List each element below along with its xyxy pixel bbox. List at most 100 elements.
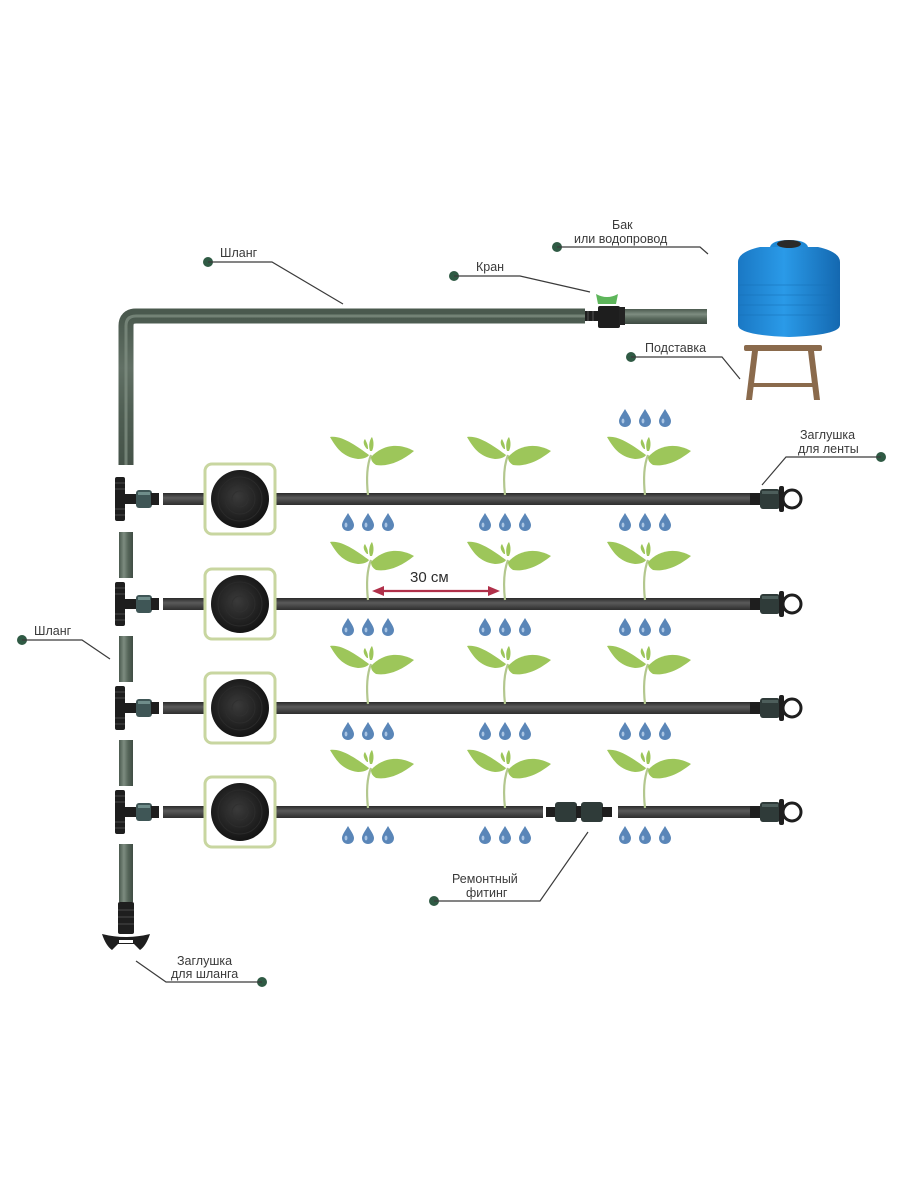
arrow-left-icon [372, 586, 384, 596]
tape-end-plug-icon [748, 589, 803, 619]
label-valve: Кран [476, 260, 504, 274]
water-drop-icon [382, 826, 394, 844]
plant-icon [465, 644, 553, 706]
water-drop-icon [362, 826, 374, 844]
tape-coil-icon [203, 671, 277, 745]
water-drop-icon [639, 513, 651, 531]
water-drop-icon [639, 618, 651, 636]
water-drop-icon [659, 513, 671, 531]
water-drop-icon [619, 722, 631, 740]
tape-coil-icon [203, 775, 277, 849]
water-drop-icon [639, 409, 651, 427]
water-drop-icon [619, 826, 631, 844]
label-tank-line1: Бак [612, 218, 633, 232]
label-tape-plug-line2: для ленты [798, 442, 859, 456]
label-hose-plug-line1: Заглушка [177, 954, 232, 968]
arrow-right-icon [488, 586, 500, 596]
drip-tape [163, 598, 750, 610]
water-drop-icon [479, 826, 491, 844]
water-drop-icon [639, 826, 651, 844]
water-drop-icon [499, 513, 511, 531]
hose-end-plug [102, 902, 150, 950]
tee-connector-icon [114, 789, 160, 835]
drip-tape [163, 493, 750, 505]
label-tape-plug-line1: Заглушка [800, 428, 855, 442]
plant-icon [605, 644, 693, 706]
main-hose [118, 308, 707, 902]
plant-icon [328, 644, 416, 706]
label-stand: Подставка [645, 341, 706, 355]
plant-icon [328, 435, 416, 497]
drip-row [114, 748, 803, 849]
tee-connector-icon [114, 685, 160, 731]
drip-row [114, 409, 803, 536]
water-drop-icon [619, 618, 631, 636]
callout-tape-plug: Заглушка для ленты [761, 428, 886, 486]
water-drop-icon [342, 722, 354, 740]
water-drop-icon [382, 722, 394, 740]
callout-repair-fitting: Ремонтный фитинг [429, 831, 589, 906]
stand [744, 345, 822, 400]
tee-connector-icon [114, 581, 160, 627]
plant-icon [465, 748, 553, 810]
plant-icon [465, 435, 553, 497]
water-drop-icon [342, 513, 354, 531]
spacing-dimension: 30 см [372, 569, 500, 596]
water-drop-icon [499, 618, 511, 636]
callout-hose-plug: Заглушка для шланга [135, 954, 267, 987]
water-drop-icon [362, 513, 374, 531]
plant-icon [605, 748, 693, 810]
drip-row [114, 644, 803, 745]
valve-handle-icon [596, 294, 618, 304]
tee-connector-icon [114, 476, 160, 522]
plant-icon [328, 748, 416, 810]
tape-coil-icon [203, 462, 277, 536]
water-drop-icon [382, 513, 394, 531]
drip-tape [618, 806, 750, 818]
callout-stand: Подставка [626, 341, 741, 380]
water-drop-icon [619, 513, 631, 531]
water-drop-icon [659, 409, 671, 427]
label-repair-line1: Ремонтный [452, 872, 518, 886]
water-drop-icon [519, 722, 531, 740]
water-drop-icon [519, 513, 531, 531]
water-tank [738, 240, 840, 337]
tape-end-plug-icon [748, 797, 803, 827]
water-drop-icon [619, 409, 631, 427]
tape-end-plug-icon [748, 484, 803, 514]
tape-end-plug-icon [748, 693, 803, 723]
label-hose-plug-line2: для шланга [171, 967, 238, 981]
water-drop-icon [479, 722, 491, 740]
valve [585, 294, 625, 328]
plant-icon [605, 435, 693, 497]
repair-fitting [546, 802, 612, 822]
drip-row [114, 540, 803, 641]
water-drop-icon [519, 826, 531, 844]
callout-valve: Кран [449, 260, 591, 293]
water-drop-icon [479, 618, 491, 636]
water-drop-icon [659, 722, 671, 740]
plant-icon [605, 540, 693, 602]
water-drop-icon [639, 722, 651, 740]
water-drop-icon [659, 618, 671, 636]
drip-tape [163, 702, 750, 714]
callout-hose-top: Шланг [203, 246, 344, 305]
label-tank-line2: или водопровод [574, 232, 668, 246]
label-hose-left: Шланг [34, 624, 72, 638]
label-hose-top: Шланг [220, 246, 258, 260]
water-drop-icon [362, 618, 374, 636]
water-drop-icon [499, 722, 511, 740]
water-drop-icon [342, 826, 354, 844]
water-drop-icon [362, 722, 374, 740]
water-drop-icon [342, 618, 354, 636]
water-drop-icon [659, 826, 671, 844]
label-repair-line2: фитинг [466, 886, 508, 900]
callout-tank: Бак или водопровод [552, 218, 709, 255]
water-drop-icon [519, 618, 531, 636]
drip-rows [114, 409, 803, 849]
callout-hose-left: Шланг [17, 624, 111, 660]
water-drop-icon [499, 826, 511, 844]
tape-coil-icon [203, 567, 277, 641]
water-drop-icon [382, 618, 394, 636]
